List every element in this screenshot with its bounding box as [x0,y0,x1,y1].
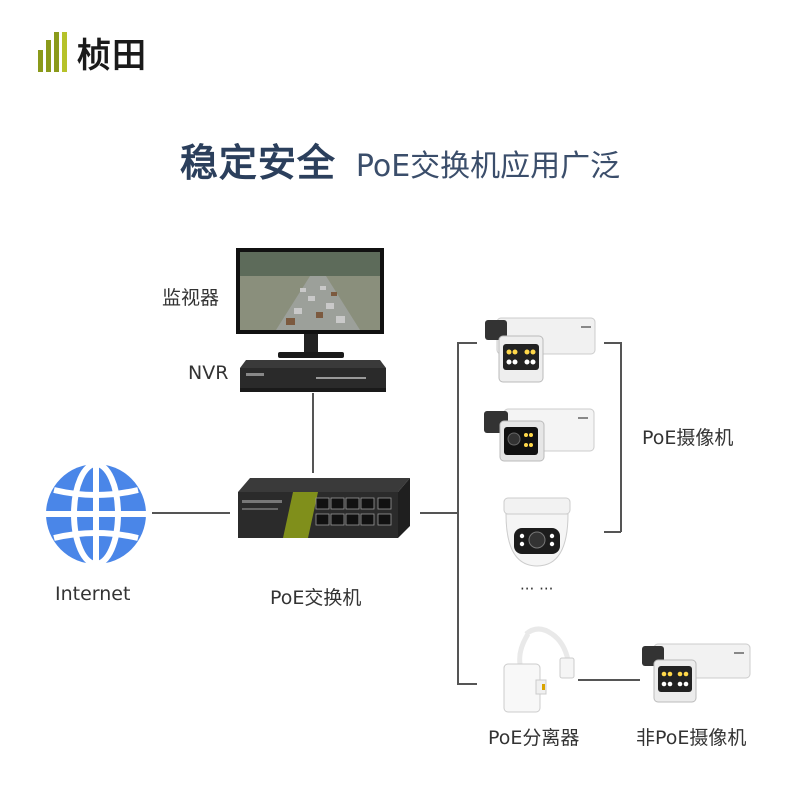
brand-name: 桢田 [77,35,147,76]
brand-logo: 桢田 [38,30,147,76]
nvr-label: NVR [188,362,229,384]
ellipsis-label: ··· ··· [520,580,554,598]
switch-label: PoE交换机 [270,587,362,609]
bullet-camera-icon [484,405,596,467]
camera-bracket-line [620,342,622,532]
splitter-icon [498,620,580,716]
switch-icon [238,478,410,542]
bullet-camera-icon [642,640,752,706]
bullet-camera-icon [485,314,597,386]
bus-vertical-line [457,342,459,684]
internet-switch-line [152,512,230,514]
switch-bus-line [420,512,458,514]
dome-camera-icon [498,496,576,570]
camera-bracket-top [604,342,621,344]
nvr-icon [240,360,386,394]
logo-mark-icon [38,32,67,72]
bus-top-tick [457,342,477,344]
splitter-camera-line [578,679,640,681]
camera-bracket-bottom [604,531,621,533]
headline-strong: 稳定安全 [179,141,336,185]
page-title: 稳定安全 PoE交换机应用广泛 [0,132,800,187]
bus-bottom-tick [457,683,477,685]
internet-label: Internet [55,583,131,605]
nvr-switch-line [312,393,314,473]
headline-light: PoE交换机应用广泛 [355,149,621,184]
splitter-label: PoE分离器 [488,727,580,749]
globe-icon [42,460,150,568]
monitor-label: 监视器 [162,287,220,309]
poe-camera-label: PoE摄像机 [642,427,734,449]
non-poe-camera-label: 非PoE摄像机 [636,727,747,749]
monitor-icon [236,248,386,363]
